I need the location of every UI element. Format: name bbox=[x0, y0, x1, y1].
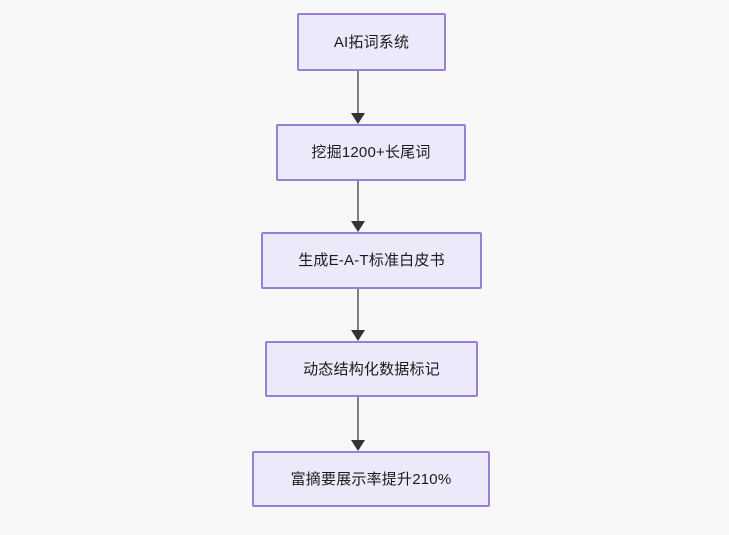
flow-node-label: 富摘要展示率提升210% bbox=[290, 470, 452, 488]
flow-node-n2[interactable]: 挖掘1200+长尾词 bbox=[276, 124, 466, 181]
flow-node-label: 生成E-A-T标准白皮书 bbox=[298, 252, 445, 269]
flow-node-label: 挖掘1200+长尾词 bbox=[311, 144, 431, 161]
flow-arrow-n4-to-n5 bbox=[345, 397, 371, 451]
arrowhead-icon bbox=[351, 113, 365, 124]
flow-node-label: AI拓词系统 bbox=[333, 33, 410, 51]
flow-node-n5[interactable]: 富摘要展示率提升210% bbox=[252, 451, 490, 507]
flow-arrow-n3-to-n4 bbox=[345, 289, 371, 341]
flow-arrow-n1-to-n2 bbox=[345, 71, 371, 124]
flow-node-n4[interactable]: 动态结构化数据标记 bbox=[265, 341, 478, 397]
flow-node-n1[interactable]: AI拓词系统 bbox=[297, 13, 446, 71]
flow-node-label: 动态结构化数据标记 bbox=[303, 360, 440, 378]
arrowhead-icon bbox=[351, 221, 365, 232]
flow-node-n3[interactable]: 生成E-A-T标准白皮书 bbox=[261, 232, 482, 289]
arrowhead-icon bbox=[351, 330, 365, 341]
flow-arrow-n2-to-n3 bbox=[345, 181, 371, 232]
arrowhead-icon bbox=[351, 440, 365, 451]
